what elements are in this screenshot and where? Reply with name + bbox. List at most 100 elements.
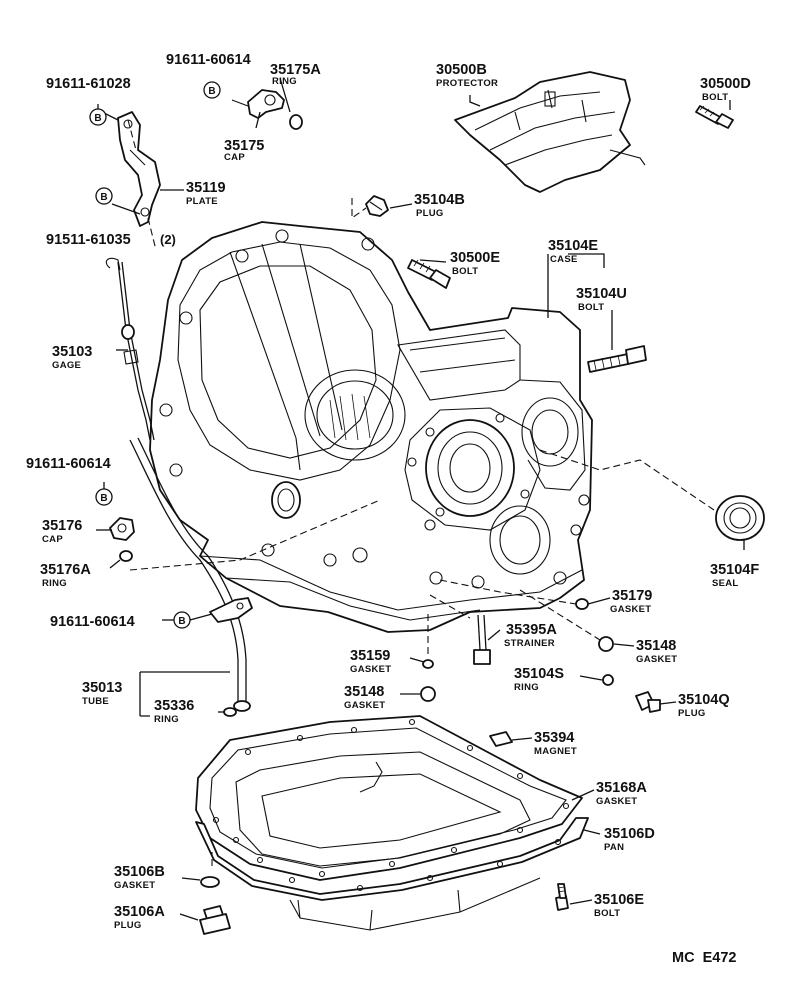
svg-text:PLATE: PLATE xyxy=(186,196,218,207)
label-35104e: 35104E CASE xyxy=(548,238,598,265)
svg-text:35159: 35159 xyxy=(350,648,390,664)
svg-text:GAGE: GAGE xyxy=(52,360,81,371)
plug-35104b-part[interactable] xyxy=(365,195,389,217)
svg-text:B: B xyxy=(94,113,101,124)
bolt-symbol-1: B xyxy=(89,108,107,126)
svg-text:35148: 35148 xyxy=(636,638,676,654)
label-35104b: 35104B PLUG xyxy=(414,192,465,219)
label-35103: 35103 GAGE xyxy=(52,344,92,371)
label-30500e: 30500E BOLT xyxy=(450,250,500,277)
ring-35175a-part[interactable] xyxy=(289,114,303,130)
svg-text:RING: RING xyxy=(272,76,297,87)
leader-lines xyxy=(96,77,745,921)
svg-text:CAP: CAP xyxy=(224,152,245,163)
label-35168a: 35168A GASKET xyxy=(596,780,647,807)
ring-35336-part[interactable] xyxy=(223,707,237,717)
svg-text:BOLT: BOLT xyxy=(702,92,728,103)
cap-35175-part[interactable] xyxy=(231,89,285,119)
svg-text:35104F: 35104F xyxy=(710,562,759,578)
label-35175: 35175 CAP xyxy=(224,138,264,163)
diagram-code: MC E472 xyxy=(672,950,736,966)
plate-part[interactable] xyxy=(117,111,161,227)
tube-part[interactable] xyxy=(129,437,251,712)
label-35176: 35176 CAP xyxy=(42,518,82,545)
label-35013: 35013 TUBE xyxy=(82,680,122,707)
bolt-30500d-part[interactable] xyxy=(695,105,734,129)
bolt-symbol-3: B xyxy=(95,187,113,205)
gasket-35148b-part[interactable] xyxy=(420,686,436,702)
oil-pan-part[interactable] xyxy=(195,751,589,931)
svg-text:35148: 35148 xyxy=(344,684,384,700)
label-91611-61028: 91611-61028 xyxy=(46,76,131,92)
svg-text:91511-61035: 91511-61035 xyxy=(46,232,131,248)
bolt-35104u-part[interactable] xyxy=(587,345,647,373)
svg-text:35175A: 35175A xyxy=(270,62,321,78)
svg-text:35106D: 35106D xyxy=(604,826,655,842)
svg-text:B: B xyxy=(100,192,107,203)
svg-text:35104B: 35104B xyxy=(414,192,465,208)
svg-text:35104Q: 35104Q xyxy=(678,692,730,708)
strainer-part[interactable] xyxy=(473,614,491,665)
label-35148b: 35148 GASKET xyxy=(344,684,385,711)
tube-bracket-part[interactable] xyxy=(209,597,253,623)
svg-text:RING: RING xyxy=(514,682,539,693)
svg-text:35119: 35119 xyxy=(186,180,226,196)
svg-text:35104U: 35104U xyxy=(576,286,627,302)
label-35148a: 35148 GASKET xyxy=(636,638,677,665)
svg-text:B: B xyxy=(100,493,107,504)
cap-35176-part[interactable] xyxy=(109,517,135,541)
gasket-35159-part[interactable] xyxy=(422,659,434,669)
seal-part[interactable] xyxy=(715,495,765,541)
svg-text:35179: 35179 xyxy=(612,588,652,604)
label-35106a: 35106A PLUG xyxy=(114,904,165,931)
svg-text:PAN: PAN xyxy=(604,842,624,853)
label-35394: 35394 MAGNET xyxy=(534,730,577,757)
drain-gasket-part[interactable] xyxy=(200,876,220,888)
label-30500b: 30500B PROTECTOR xyxy=(436,62,498,89)
svg-text:BOLT: BOLT xyxy=(594,908,620,919)
svg-text:35104S: 35104S xyxy=(514,666,564,682)
pan-gasket-part[interactable] xyxy=(195,715,583,881)
bolt-symbol-4: B xyxy=(95,488,113,506)
svg-text:GASKET: GASKET xyxy=(114,880,155,891)
svg-text:91611-61028: 91611-61028 xyxy=(46,76,131,92)
svg-text:GASKET: GASKET xyxy=(596,796,637,807)
svg-text:35176A: 35176A xyxy=(40,562,91,578)
svg-text:B: B xyxy=(208,86,215,97)
svg-text:35168A: 35168A xyxy=(596,780,647,796)
ring-35104s-part[interactable] xyxy=(602,674,614,686)
label-91511-61035: 91511-61035 (2) xyxy=(46,232,176,248)
gage-part[interactable] xyxy=(105,257,155,441)
svg-text:91611-60614: 91611-60614 xyxy=(166,52,251,68)
svg-text:35394: 35394 xyxy=(534,730,574,746)
svg-text:PLUG: PLUG xyxy=(416,208,444,219)
magnet-part[interactable] xyxy=(489,731,513,747)
bolt-35106e-part[interactable] xyxy=(555,883,569,911)
svg-text:GASKET: GASKET xyxy=(350,664,391,675)
svg-text:91611-60614: 91611-60614 xyxy=(50,614,135,630)
svg-text:SEAL: SEAL xyxy=(712,578,739,589)
svg-text:GASKET: GASKET xyxy=(610,604,651,615)
label-91611-60614-top: 91611-60614 xyxy=(166,52,251,68)
svg-text:RING: RING xyxy=(42,578,67,589)
label-35176a: 35176A RING xyxy=(40,562,91,589)
svg-text:35176: 35176 xyxy=(42,518,82,534)
label-35179: 35179 GASKET xyxy=(610,588,652,615)
svg-text:B: B xyxy=(178,616,185,627)
svg-text:91611-60614: 91611-60614 xyxy=(26,456,111,472)
plug-35104q-part[interactable] xyxy=(635,691,661,713)
svg-text:RING: RING xyxy=(154,714,179,725)
svg-text:CASE: CASE xyxy=(550,254,578,265)
gasket-35148a-part[interactable] xyxy=(598,636,614,652)
drain-plug-part[interactable] xyxy=(199,905,231,935)
bolt-symbol-5: B xyxy=(173,611,191,629)
svg-text:PLUG: PLUG xyxy=(114,920,142,931)
gasket-35179-part[interactable] xyxy=(575,598,589,610)
protector-part[interactable] xyxy=(454,71,646,193)
label-91611-60614-mid: 91611-60614 xyxy=(26,456,111,472)
bolt-30500e-part[interactable] xyxy=(407,259,451,289)
ring-35176a-part[interactable] xyxy=(119,550,133,562)
label-35104s: 35104S RING xyxy=(514,666,564,693)
transaxle-case-part[interactable] xyxy=(149,221,593,633)
